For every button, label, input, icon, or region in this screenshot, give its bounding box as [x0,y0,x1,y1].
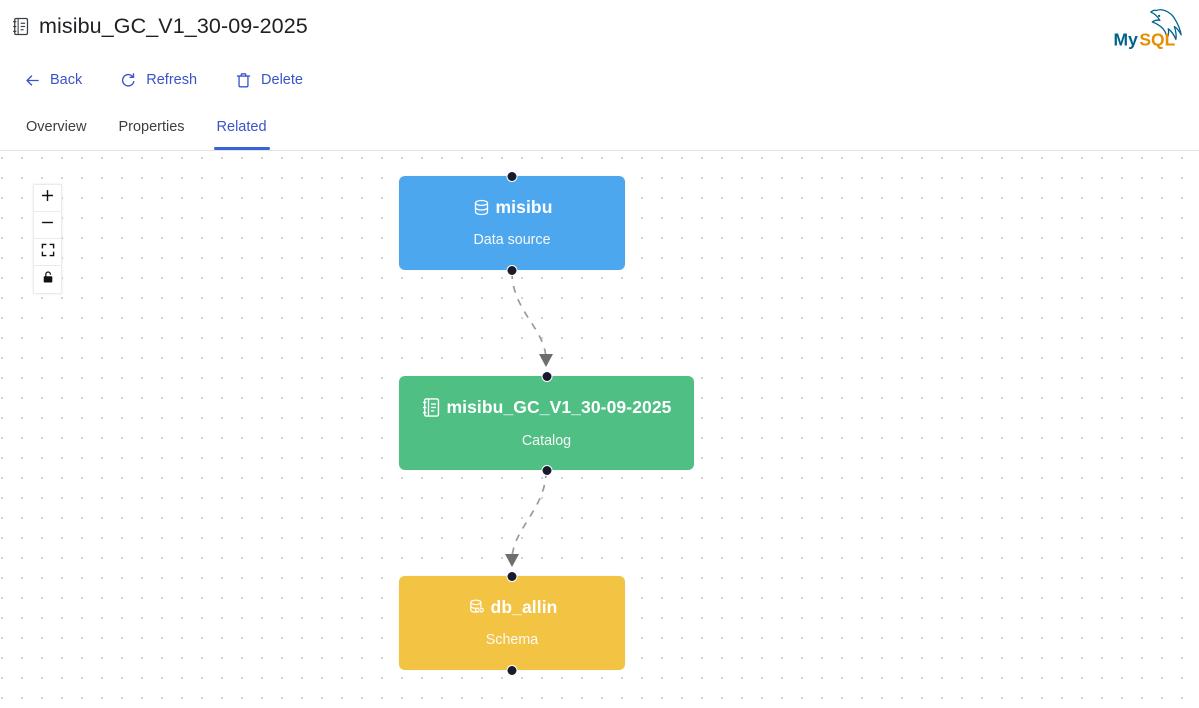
catalog-icon [421,397,441,418]
schema-icon [467,598,486,617]
node-subtitle: Data source [473,232,551,249]
node-title-text: misibu_GC_V1_30-09-2025 [446,397,672,418]
trash-icon [235,72,252,89]
delete-button-label: Delete [261,72,303,89]
node-handle-bottom[interactable] [506,264,518,276]
tab-properties[interactable]: Properties [118,119,185,135]
back-button-label: Back [50,72,83,89]
zoom-in-button[interactable] [34,185,61,212]
page-header: misibu_GC_V1_30-09-2025 My SQL [0,0,1199,57]
node-title-row: misibu [472,198,553,217]
zoom-out-button[interactable] [34,212,61,239]
title-row: misibu_GC_V1_30-09-2025 [12,14,308,39]
refresh-icon [120,72,137,89]
node-title-row: db_allin [467,598,558,617]
fit-view-icon [41,243,55,262]
node-handle-top[interactable] [506,570,518,582]
back-button[interactable]: Back [20,68,86,93]
edge-datasource-to-catalog [511,271,553,367]
tab-bar: Overview Properties Related [0,104,1199,151]
node-title-text: db_allin [490,597,558,618]
toggle-interactivity-button[interactable] [34,266,61,293]
graph-node-schema[interactable]: db_allin Schema [399,570,625,676]
tab-related[interactable]: Related [201,104,283,150]
node-handle-top[interactable] [541,370,552,382]
node-title-row: misibu_GC_V1_30-09-2025 [421,397,671,418]
graph-controls [33,184,62,294]
fit-view-button[interactable] [34,239,61,266]
node-handle-bottom[interactable] [541,464,552,476]
node-handle-top[interactable] [506,170,518,182]
graph-node-catalog[interactable]: misibu_GC_V1_30-09-2025 Catalog [399,370,694,476]
mysql-wordmark-my: My [1114,30,1139,50]
minus-icon [40,215,55,235]
node-title-text: misibu [495,197,553,218]
page-title: misibu_GC_V1_30-09-2025 [39,14,308,38]
tab-overview[interactable]: Overview [26,119,87,135]
refresh-button-label: Refresh [146,72,198,89]
lineage-graph-canvas[interactable]: misibu Data source [0,151,1199,708]
node-subtitle: Catalog [521,433,572,450]
mysql-dolphin-icon [1150,9,1182,41]
graph-node-datasource[interactable]: misibu Data source [399,170,625,276]
catalog-icon [12,17,29,36]
node-subtitle: Schema [485,632,539,649]
node-handle-bottom[interactable] [506,664,518,676]
database-icon [472,198,491,217]
arrow-left-icon [24,72,41,89]
action-toolbar: Back Refresh Delete [0,57,1199,104]
edge-catalog-to-schema [505,470,547,567]
refresh-button[interactable]: Refresh [116,68,201,93]
mysql-logo: My SQL [1109,6,1185,52]
lock-icon [41,270,55,289]
mysql-wordmark-sql: SQL [1139,30,1175,50]
delete-button[interactable]: Delete [231,68,307,93]
plus-icon [40,188,55,208]
